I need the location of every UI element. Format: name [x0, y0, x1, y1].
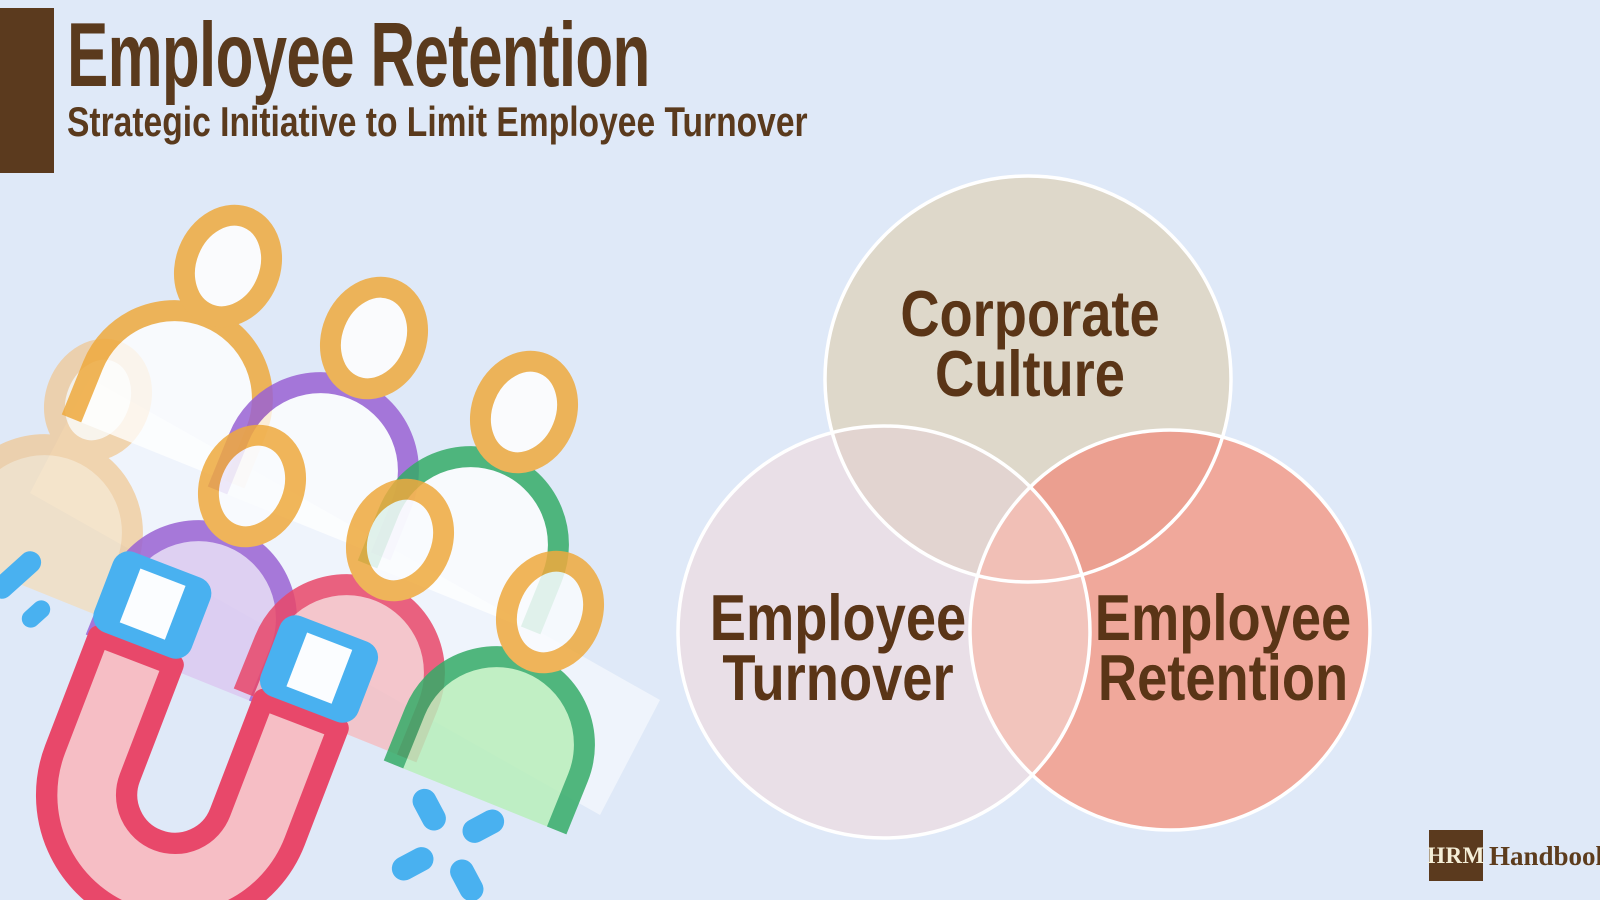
crowd-icon [0, 204, 660, 835]
dash-icon [0, 551, 42, 599]
venn-label-line: Retention [1097, 641, 1349, 714]
venn-diagram [676, 174, 1372, 840]
magnet-tip-face [119, 568, 186, 640]
logo-name-text: Handbook [1489, 840, 1600, 871]
venn-label-employee-turnover: Employee Turnover [663, 581, 1014, 714]
venn-label-line: Employee [709, 581, 967, 654]
page-subtitle: Strategic Initiative to Limit Employee T… [67, 98, 808, 145]
magnet-body [35, 625, 349, 900]
magnet-icon [35, 551, 379, 900]
sparkle-icon [391, 788, 505, 900]
logo-box-text: HRM [1427, 842, 1485, 868]
venn-outline [968, 428, 1372, 832]
venn-label-line: Culture [935, 337, 1125, 410]
venn-overlap-culture-turnover [825, 426, 1090, 582]
hrm-handbook-logo: HRM Handbook [1427, 830, 1600, 881]
venn-overlap-culture-retention [970, 430, 1231, 582]
person-icon [383, 550, 605, 835]
logo-box: HRM [1427, 830, 1485, 881]
venn-label-line: Turnover [722, 641, 954, 714]
dash-icon [21, 600, 51, 628]
venn-label-line: Employee [1094, 581, 1352, 654]
venn-outline [676, 424, 1092, 840]
accent-bar [0, 8, 54, 173]
venn-label-corporate-culture: Corporate Culture [855, 277, 1206, 410]
venn-label-employee-retention: Employee Retention [1048, 581, 1399, 714]
page-title: Employee Retention [67, 5, 650, 106]
magnet-tip-face [286, 632, 353, 704]
venn-outline [823, 174, 1233, 584]
venn-label-line: Corporate [900, 277, 1160, 350]
